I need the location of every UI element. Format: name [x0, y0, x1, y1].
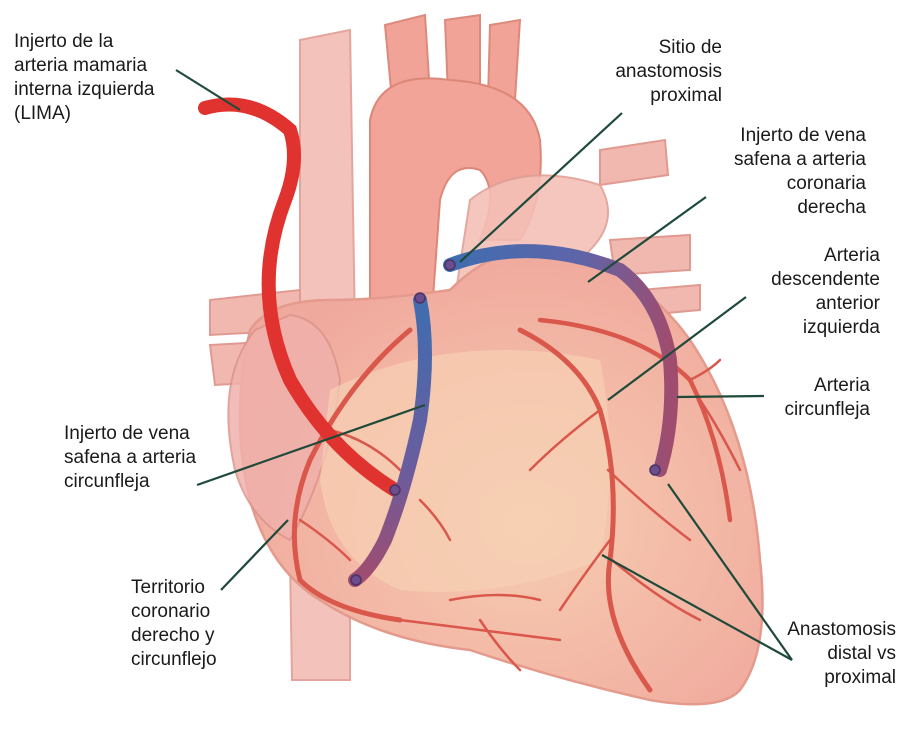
label-lima-line: arteria mamaria: [14, 54, 154, 78]
label-proximal-line: Sitio de: [615, 36, 722, 60]
label-territory-line: Territorio: [131, 576, 217, 600]
label-svg-circumflex-line: safena a arteria: [64, 446, 196, 470]
distal-anastomosis-rca: [650, 465, 660, 475]
label-lad-line: anterior: [771, 292, 880, 316]
proximal-anastomosis-1: [445, 260, 455, 270]
label-territory-line: circunflejo: [131, 648, 217, 672]
label-svg-circumflex: Injerto de vena safena a arteria circunf…: [64, 422, 196, 494]
label-lad-line: Arteria: [771, 244, 880, 268]
distal-anastomosis-circumflex: [351, 575, 361, 585]
label-circumflex-line: circunfleja: [784, 398, 870, 422]
superior-vena-cava: [300, 30, 355, 330]
label-lima-line: Injerto de la: [14, 30, 154, 54]
proximal-anastomosis-2: [415, 293, 425, 303]
label-circumflex: Arteria circunfleja: [784, 374, 870, 422]
label-territory-line: derecho y: [131, 624, 217, 648]
label-distal-line: Anastomosis: [787, 618, 896, 642]
label-proximal-line: anastomosis: [615, 60, 722, 84]
label-svg-rca: Injerto de vena safena a arteria coronar…: [734, 124, 866, 220]
distal-anastomosis-lima: [390, 485, 400, 495]
label-lima-line: interna izquierda: [14, 78, 154, 102]
label-lima-line: (LIMA): [14, 102, 154, 126]
label-distal-line: proximal: [787, 666, 896, 690]
label-svg-rca-line: coronaria: [734, 172, 866, 196]
label-svg-rca-line: Injerto de vena: [734, 124, 866, 148]
leader-circumflex: [677, 396, 764, 397]
label-lima: Injerto de la arteria mamaria interna iz…: [14, 30, 154, 126]
label-lad-line: descendente: [771, 268, 880, 292]
label-svg-rca-line: safena a arteria: [734, 148, 866, 172]
label-svg-rca-line: derecha: [734, 196, 866, 220]
label-circumflex-line: Arteria: [784, 374, 870, 398]
label-svg-circumflex-line: Injerto de vena: [64, 422, 196, 446]
label-proximal-site: Sitio de anastomosis proximal: [615, 36, 722, 108]
label-distal-vs-proximal: Anastomosis distal vs proximal: [787, 618, 896, 690]
label-lad-line: izquierda: [771, 316, 880, 340]
label-lad: Arteria descendente anterior izquierda: [771, 244, 880, 340]
label-territory: Territorio coronario derecho y circunfle…: [131, 576, 217, 672]
label-territory-line: coronario: [131, 600, 217, 624]
label-distal-line: distal vs: [787, 642, 896, 666]
label-proximal-line: proximal: [615, 84, 722, 108]
label-svg-circumflex-line: circunfleja: [64, 470, 196, 494]
